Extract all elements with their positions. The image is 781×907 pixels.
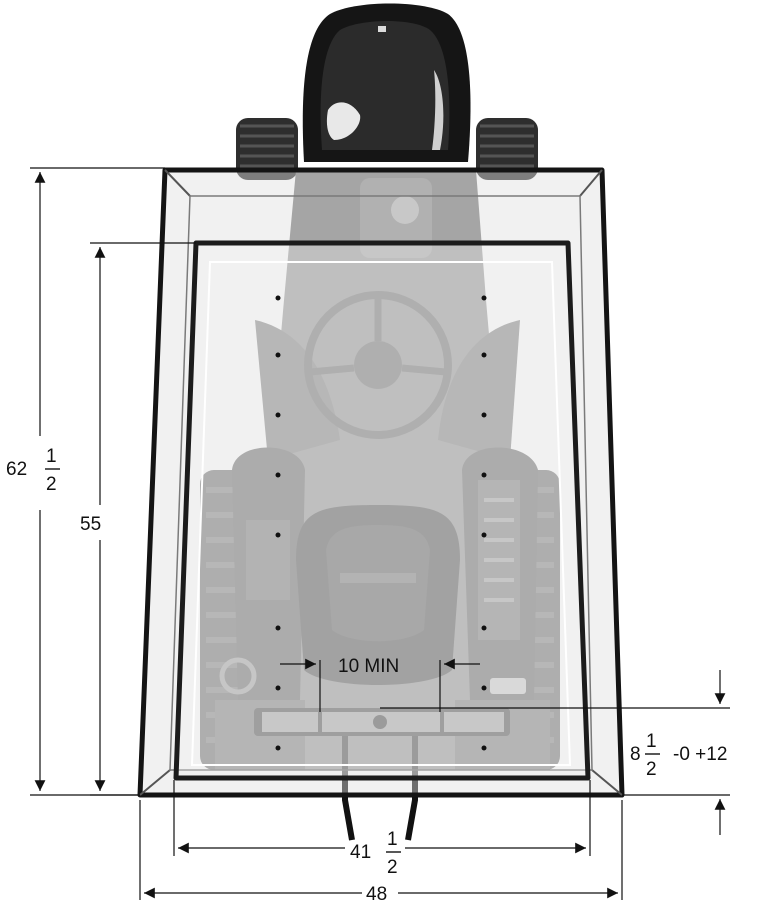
inner-height-value: 55 <box>80 514 101 535</box>
dimension-clearance: 10 MIN <box>280 656 480 712</box>
dimension-inner-height: 55 <box>80 242 196 796</box>
hood <box>302 3 471 162</box>
overall-height-den: 2 <box>46 474 57 495</box>
dimension-overall-height: 62 1 2 <box>6 167 165 796</box>
drawbar <box>254 708 510 736</box>
tractor-illustration <box>200 3 560 841</box>
overall-height-num: 1 <box>46 446 57 467</box>
overall-height-whole: 62 <box>6 459 27 480</box>
dimension-overall-width: 48 <box>139 800 623 905</box>
inner-width-den: 2 <box>387 857 398 878</box>
left-fender <box>232 447 305 700</box>
inner-cover-outline <box>173 240 591 781</box>
dimension-hitch-height: 8 1 2 -0 +12 <box>380 670 730 835</box>
inner-width-whole: 41 <box>350 842 371 863</box>
hitch-height-whole: 8 <box>630 744 641 765</box>
clearance-label: 10 MIN <box>338 656 399 677</box>
overall-width-value: 48 <box>366 884 387 905</box>
steering-wheel <box>304 291 452 439</box>
lift-links <box>342 736 418 841</box>
right-fender <box>462 447 538 700</box>
hitch-height-tolerance: -0 +12 <box>673 744 727 765</box>
inner-width-num: 1 <box>387 829 398 850</box>
dimension-inner-width: 41 1 2 <box>173 780 591 878</box>
front-right-tire <box>476 118 538 180</box>
front-left-tire <box>236 118 298 180</box>
hitch-height-num: 1 <box>646 731 657 752</box>
hitch-height-den: 2 <box>646 759 657 780</box>
seat <box>296 505 460 685</box>
